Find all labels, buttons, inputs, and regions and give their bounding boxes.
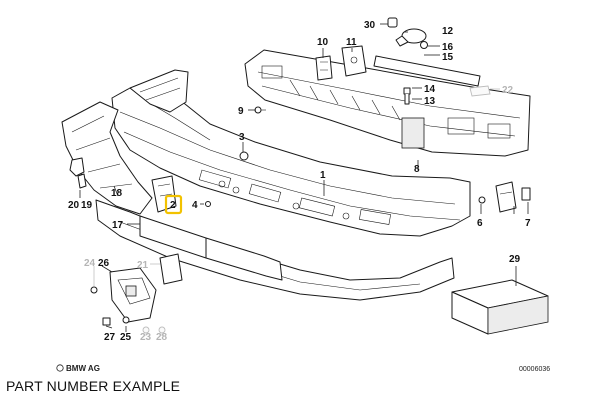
screw-4 [205, 201, 211, 207]
callout-25: 25 [120, 332, 132, 343]
clip-7 [521, 187, 531, 201]
callout-11: 11 [346, 37, 357, 48]
callout-15: 15 [442, 52, 454, 63]
callout-18: 18 [111, 188, 123, 199]
side-bracket-5 [495, 181, 517, 213]
end-cap-19-20 [69, 157, 87, 189]
caption: PART NUMBER EXAMPLE [6, 378, 181, 394]
bracket-11 [341, 45, 367, 77]
callout-14: 14 [424, 84, 436, 95]
sensor-12 [395, 28, 427, 47]
callout-10: 10 [317, 37, 329, 48]
part-2-clip [151, 175, 177, 213]
callout-16: 16 [442, 42, 454, 53]
bracket-10 [315, 55, 333, 81]
trim-strip-15 [373, 55, 481, 87]
callout-22: 22 [502, 85, 514, 96]
callout-labels: 30 12 10 11 16 15 14 13 22 9 3 8 1 18 20… [68, 20, 531, 343]
nut-30 [387, 17, 398, 28]
callout-24: 24 [84, 258, 96, 269]
callout-8: 8 [414, 164, 420, 175]
drawing-code: 00006036 [519, 366, 550, 373]
nut-27 [102, 317, 111, 326]
bumper-reinforcement-bar [244, 49, 531, 157]
bumper-cover [111, 69, 471, 237]
leader-lines [79, 23, 529, 336]
copyright-mark: BMW AG [56, 364, 100, 373]
callout-21: 21 [137, 260, 149, 271]
screw-25 [122, 316, 130, 324]
bolt-13-14 [403, 87, 411, 105]
screw-9 [254, 106, 266, 114]
screw-24 [90, 286, 98, 294]
highlight-box-part-2 [164, 194, 183, 215]
box-29 [451, 279, 549, 335]
screw-16 [420, 41, 428, 49]
callout-13: 13 [424, 96, 436, 107]
callout-28: 28 [156, 332, 168, 343]
trim-strip-17 [139, 215, 283, 281]
bracket-26 [109, 267, 157, 323]
callout-1: 1 [320, 170, 326, 181]
callout-23: 23 [140, 332, 152, 343]
ghost-parts-23-28 [142, 326, 166, 334]
callout-12: 12 [442, 26, 454, 37]
callout-19: 19 [81, 200, 93, 211]
callout-3: 3 [239, 132, 245, 143]
callout-27: 27 [104, 332, 116, 343]
screw-6 [478, 196, 486, 204]
callout-2: 2 [170, 200, 176, 211]
callout-29: 29 [509, 254, 521, 265]
callout-6: 6 [477, 218, 483, 229]
callout-4: 4 [192, 200, 198, 211]
callout-9: 9 [238, 106, 244, 117]
ghost-part-21 [159, 253, 183, 285]
callout-30: 30 [364, 20, 376, 31]
callout-17: 17 [112, 220, 124, 231]
brand-text: BMW AG [66, 364, 100, 373]
ghost-part-22 [469, 85, 491, 97]
screw-3 [239, 151, 249, 161]
callout-7: 7 [525, 218, 531, 229]
callout-26: 26 [98, 258, 110, 269]
callout-20: 20 [68, 200, 80, 211]
